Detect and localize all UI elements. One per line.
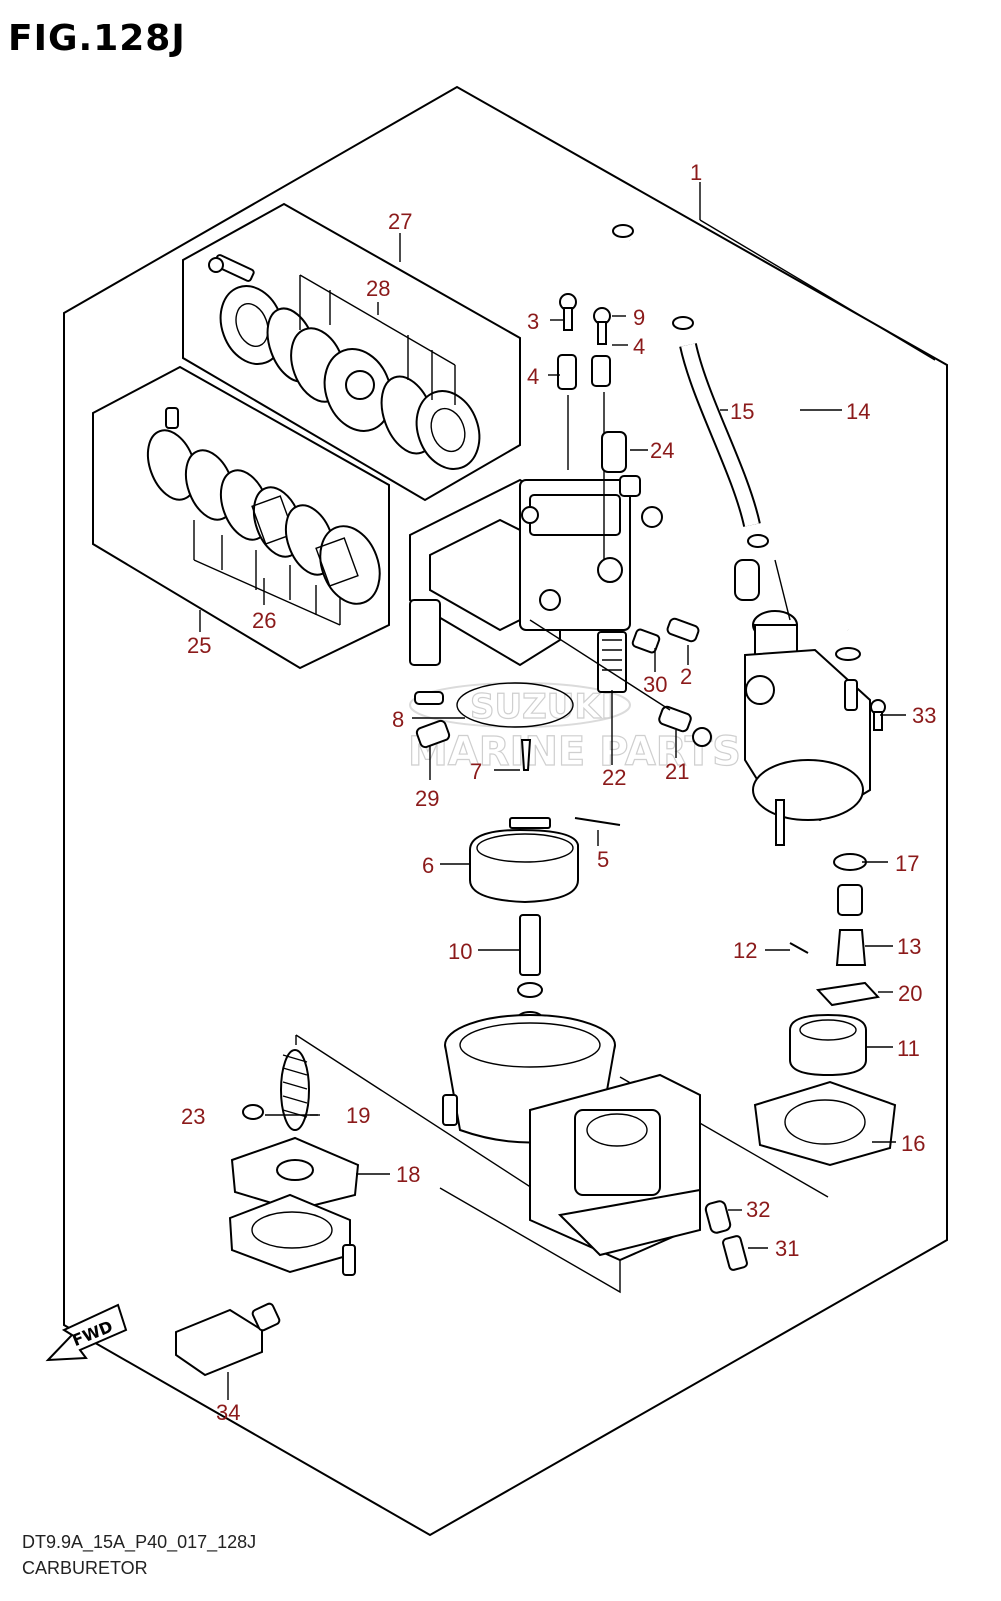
main-assembly-frame xyxy=(63,85,948,1537)
footer-diagram-name: CARBURETOR xyxy=(22,1558,148,1578)
watermark-line1: SUZUKI xyxy=(470,687,613,727)
callout-22: 22 xyxy=(602,765,626,790)
fuel-pump-kit-parts xyxy=(208,254,481,470)
callout-32: 32 xyxy=(746,1197,770,1222)
lower-throttle-body xyxy=(529,1073,701,1262)
watermark-line2: MARINE PARTS xyxy=(408,729,741,775)
callout-8: 8 xyxy=(392,707,404,732)
adjust-screws xyxy=(704,1200,748,1271)
callout-31: 31 xyxy=(775,1236,799,1261)
float-parts xyxy=(469,817,621,904)
callout-30: 30 xyxy=(643,672,667,697)
callout-numbers: 1 2 3 4 4 5 6 7 8 9 10 11 12 13 14 15 16… xyxy=(181,160,936,1425)
callout-18: 18 xyxy=(396,1162,420,1187)
callout-34: 34 xyxy=(216,1400,240,1425)
callout-17: 17 xyxy=(895,851,919,876)
callout-23: 23 xyxy=(181,1104,205,1129)
callout-28: 28 xyxy=(366,276,390,301)
fuel-pump-assy-frame xyxy=(92,365,390,670)
callout-2: 2 xyxy=(680,664,692,689)
callout-10: 10 xyxy=(448,939,472,964)
callout-29: 29 xyxy=(415,786,439,811)
callout-15: 15 xyxy=(730,399,754,424)
float-bowl-frame xyxy=(295,1034,621,1294)
callout-21: 21 xyxy=(665,759,689,784)
fuel-hoses xyxy=(612,224,861,661)
callout-9: 9 xyxy=(633,305,645,330)
callout-20: 20 xyxy=(898,981,922,1006)
fuel-pump-kit-frame xyxy=(182,202,521,502)
mid-small-parts xyxy=(414,617,712,771)
footer-diagram-code: DT9.9A_15A_P40_017_128J xyxy=(22,1532,257,1552)
diaphragm-parts xyxy=(228,1049,360,1276)
carburetor-body xyxy=(409,478,631,693)
callout-1: 1 xyxy=(690,160,702,185)
callout-26: 26 xyxy=(252,608,276,633)
top-screws xyxy=(557,293,611,560)
choke-part xyxy=(601,431,663,528)
fuel-filter-assy xyxy=(744,559,886,846)
watermark: SUZUKI MARINE PARTS xyxy=(407,682,741,776)
callout-5: 5 xyxy=(597,847,609,872)
grease-tube xyxy=(175,1302,281,1377)
callout-16: 16 xyxy=(901,1131,925,1156)
callout-27: 27 xyxy=(388,209,412,234)
callout-12: 12 xyxy=(733,938,757,963)
callout-14: 14 xyxy=(846,399,870,424)
callout-11: 11 xyxy=(897,1036,920,1061)
callout-4a: 4 xyxy=(527,364,539,389)
callout-7: 7 xyxy=(470,759,482,784)
callout-4b: 4 xyxy=(633,334,645,359)
figure-title: FIG.128J xyxy=(8,18,186,59)
needle-valve xyxy=(517,914,543,1025)
fwd-arrow-icon: FWD xyxy=(45,1303,128,1362)
callout-19: 19 xyxy=(346,1103,370,1128)
fuel-pump-assy-parts xyxy=(146,407,381,632)
right-lower-parts xyxy=(753,853,897,1167)
callout-33: 33 xyxy=(912,703,936,728)
callout-13: 13 xyxy=(897,934,921,959)
callout-24: 24 xyxy=(650,438,674,463)
callout-25: 25 xyxy=(187,633,211,658)
callout-leader-lines xyxy=(227,182,936,1400)
callout-3: 3 xyxy=(527,309,539,334)
callout-6: 6 xyxy=(422,853,434,878)
